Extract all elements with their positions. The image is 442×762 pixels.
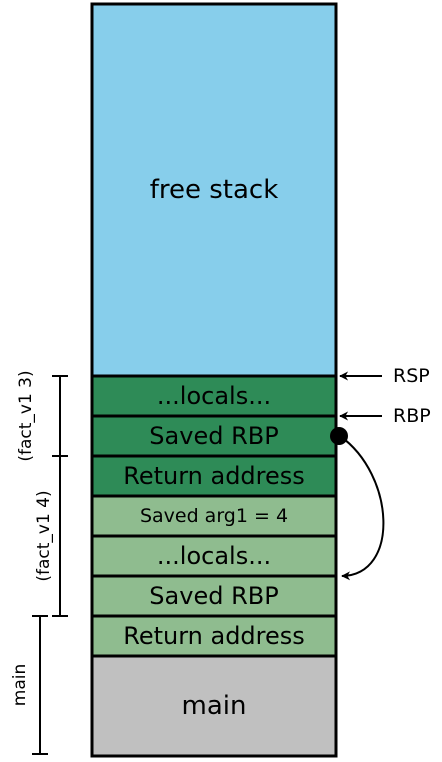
- saved-rbp-label-fact4: Saved RBP: [149, 582, 278, 610]
- saved-rbp-link-curve: [339, 435, 385, 581]
- locals-cell-fact3: ...locals...: [90, 374, 338, 418]
- frame-label-main: main: [10, 664, 30, 706]
- free-stack-label: free stack: [150, 175, 279, 205]
- saved-rbp-link: [330, 427, 385, 581]
- saved-arg1-label: Saved arg1 = 4: [140, 505, 288, 527]
- return-address-label-fact3: Return address: [123, 462, 305, 490]
- return-address-cell-fact4: Return address: [90, 614, 338, 658]
- frame-bracket-main: main: [10, 615, 48, 755]
- locals-label-fact3: ...locals...: [157, 382, 271, 410]
- rbp-label: RBP: [393, 405, 431, 427]
- saved-rbp-label-fact3: Saved RBP: [149, 422, 278, 450]
- locals-cell-fact4: ...locals...: [90, 534, 338, 578]
- saved-rbp-dot: [330, 427, 348, 445]
- rsp-pointer: RSP: [339, 365, 430, 387]
- main-cell: main: [90, 654, 338, 758]
- rbp-pointer: RBP: [339, 405, 431, 427]
- saved-rbp-cell-fact4: Saved RBP: [90, 574, 338, 618]
- frame-label-fact3: (fact_v1 3): [16, 370, 36, 461]
- main-cell-label: main: [182, 691, 247, 721]
- return-address-label-fact4: Return address: [123, 622, 305, 650]
- saved-rbp-cell-fact3: Saved RBP: [90, 414, 338, 458]
- stack-cells: free stack ...locals... Saved RBP Return…: [90, 2, 338, 758]
- free-stack-cell: free stack: [90, 2, 338, 378]
- rsp-label: RSP: [393, 365, 430, 387]
- frame-label-fact4: (fact_v1 4): [34, 490, 54, 581]
- frame-bracket-fact3: (fact_v1 3): [16, 370, 68, 462]
- locals-label-fact4: ...locals...: [157, 542, 271, 570]
- frame-bracket-fact4: (fact_v1 4): [34, 456, 68, 617]
- return-address-cell-fact3: Return address: [90, 454, 338, 498]
- saved-arg1-cell: Saved arg1 = 4: [90, 494, 338, 538]
